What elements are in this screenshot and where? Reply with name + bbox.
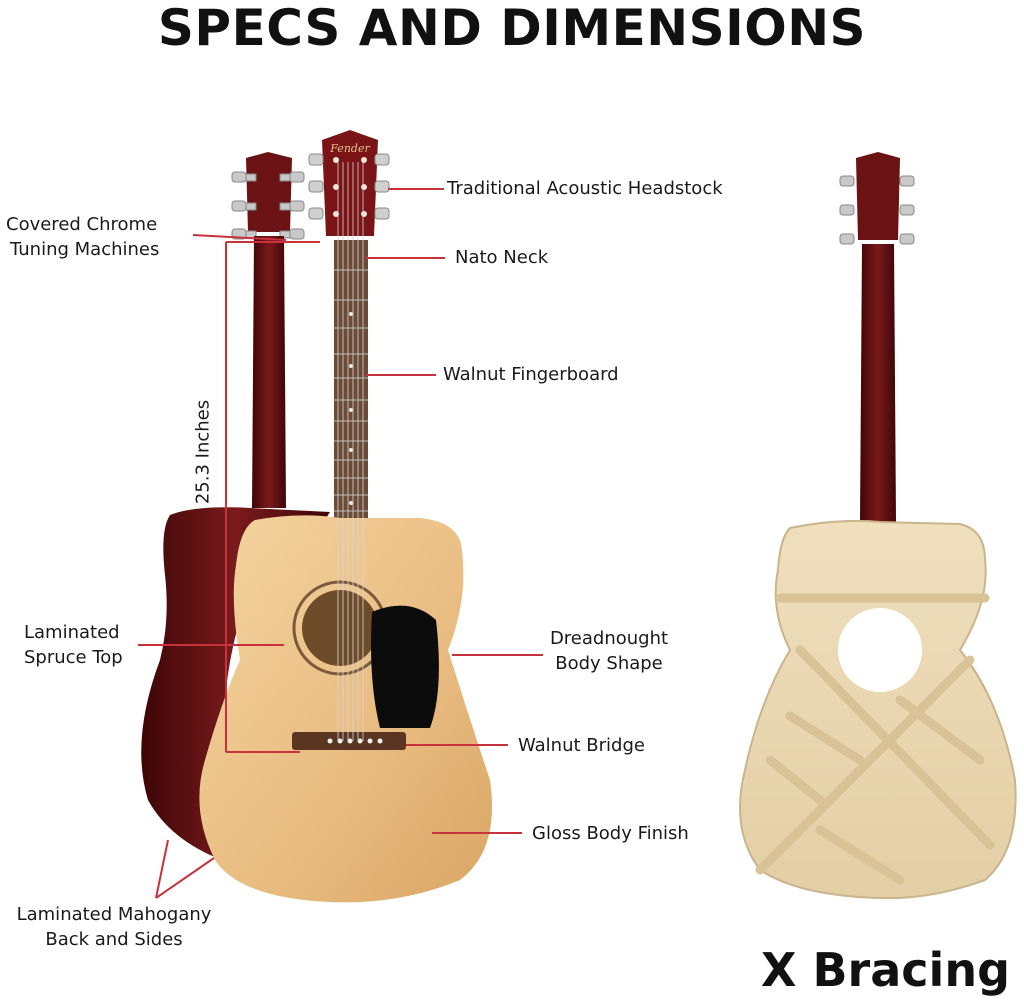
label-finish: Gloss Body Finish: [532, 823, 689, 844]
label-tuning-machines-line2: Tuning Machines: [10, 239, 160, 260]
x-bracing-title: X Bracing: [761, 943, 1010, 997]
label-back-sides-line2: Back and Sides: [45, 929, 183, 950]
front-guitar: Fender: [199, 130, 492, 903]
label-fingerboard: Walnut Fingerboard: [443, 364, 619, 385]
x-bracing-guitar: [739, 152, 1017, 900]
callout-lines: [138, 188, 543, 899]
label-headstock: Traditional Acoustic Headstock: [447, 178, 723, 199]
label-tuning-machines-line1: Covered Chrome: [6, 214, 158, 235]
label-back-sides-line1: Laminated Mahogany: [16, 904, 212, 925]
back-guitar: [141, 152, 330, 860]
label-body-shape-line1: Dreadnought: [549, 628, 669, 649]
label-neck: Nato Neck: [455, 247, 549, 268]
scale-length-label: 25.3 Inches: [192, 399, 214, 505]
page-title: SPECS AND DIMENSIONS: [157, 0, 867, 57]
label-top-line2: Spruce Top: [24, 647, 123, 668]
label-body-shape-line2: Body Shape: [555, 653, 663, 674]
label-bridge: Walnut Bridge: [518, 735, 645, 756]
label-top-line1: Laminated: [24, 622, 120, 643]
fender-logo: Fender: [329, 142, 370, 155]
